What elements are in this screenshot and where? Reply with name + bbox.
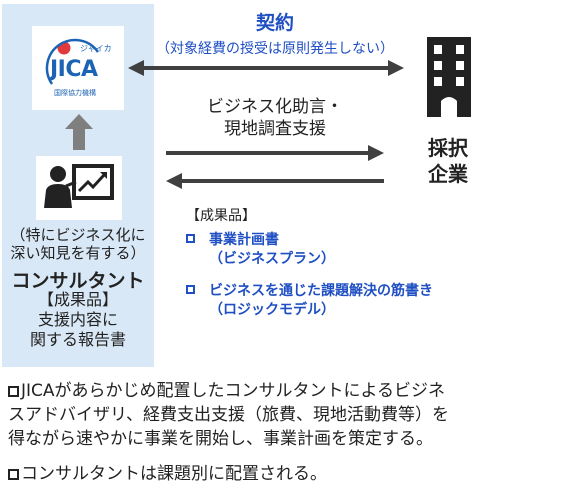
consultant-note-line2: 深い知見を有する）	[10, 244, 146, 262]
jica-logo-icon	[45, 38, 100, 85]
jica-logo: ジャイカ JICA 国際協力機構	[32, 26, 124, 110]
jica-logo-text: JICA	[50, 57, 98, 82]
company-label-line2: 企業	[428, 162, 468, 186]
jica-org-name: 国際協力機構	[54, 89, 96, 97]
company-label-line1: 採択	[428, 136, 468, 160]
bottom-note: JICAがあらかじめ配置したコンサルタントによるビジネ スアドバイザリ、経費支出…	[8, 379, 449, 451]
consultant-output: 【成果品】 支援内容に 関する報告書	[2, 290, 154, 350]
presenter-chart-icon	[44, 164, 114, 208]
checkbox-square-icon	[8, 386, 19, 397]
consultant-note-line1: （特にビジネス化に	[10, 226, 146, 244]
output-arrow	[166, 173, 384, 189]
consultant-output-line2: 関する報告書	[29, 330, 126, 349]
output-item-main: ビジネスを通じた課題解決の筋書き	[209, 283, 433, 299]
square-bullet-icon	[186, 234, 195, 243]
contract-subtitle: （対象経費の授受は原則発生しない）	[156, 41, 394, 57]
consultant-title: コンサルタント	[11, 270, 145, 292]
output-item-main: 事業計画書	[209, 232, 279, 248]
consultant-note: （特にビジネス化に 深い知見を有する）	[2, 226, 154, 262]
support-arrow	[166, 145, 384, 161]
company-label: 採択 企業	[400, 135, 496, 187]
up-arrow-icon	[65, 114, 93, 150]
consultant-output-heading: 【成果品】	[37, 290, 118, 309]
contract-arrow	[128, 60, 404, 76]
consultant-output-line1: 支援内容に	[37, 310, 118, 329]
jica-katakana: ジャイカ	[80, 44, 112, 53]
support-label: ビジネス化助言・ 現地調査支援	[170, 96, 380, 140]
bottom-note-line1: JICAがあらかじめ配置したコンサルタントによるビジネ	[21, 381, 446, 401]
output-item: ビジネスを通じた課題解決の筋書き （ロジックモデル）	[186, 282, 433, 320]
building-icon	[427, 37, 471, 117]
contract-title: 契約	[255, 12, 294, 34]
output-item-sub: （ビジネスプラン）	[209, 251, 335, 267]
checkbox-square-icon	[8, 469, 19, 480]
square-bullet-icon	[186, 285, 195, 294]
bottom-note: コンサルタントは課題別に配置される。	[8, 462, 327, 486]
output-item: 事業計画書 （ビジネスプラン）	[186, 231, 335, 269]
bottom-note-line1: コンサルタントは課題別に配置される。	[21, 464, 327, 484]
consultant-icon-box	[36, 156, 122, 220]
bottom-note-line3: 得ながら速やかに事業を開始し、事業計画を策定する。	[8, 429, 433, 449]
support-label-line1: ビジネス化助言・	[207, 97, 343, 117]
outputs-heading: 【成果品】	[186, 208, 256, 224]
bottom-note-line2: スアドバイザリ、経費支出支援（旅費、現地活動費等）を	[8, 405, 449, 425]
support-label-line2: 現地調査支援	[224, 119, 326, 139]
output-item-sub: （ロジックモデル）	[209, 302, 335, 318]
